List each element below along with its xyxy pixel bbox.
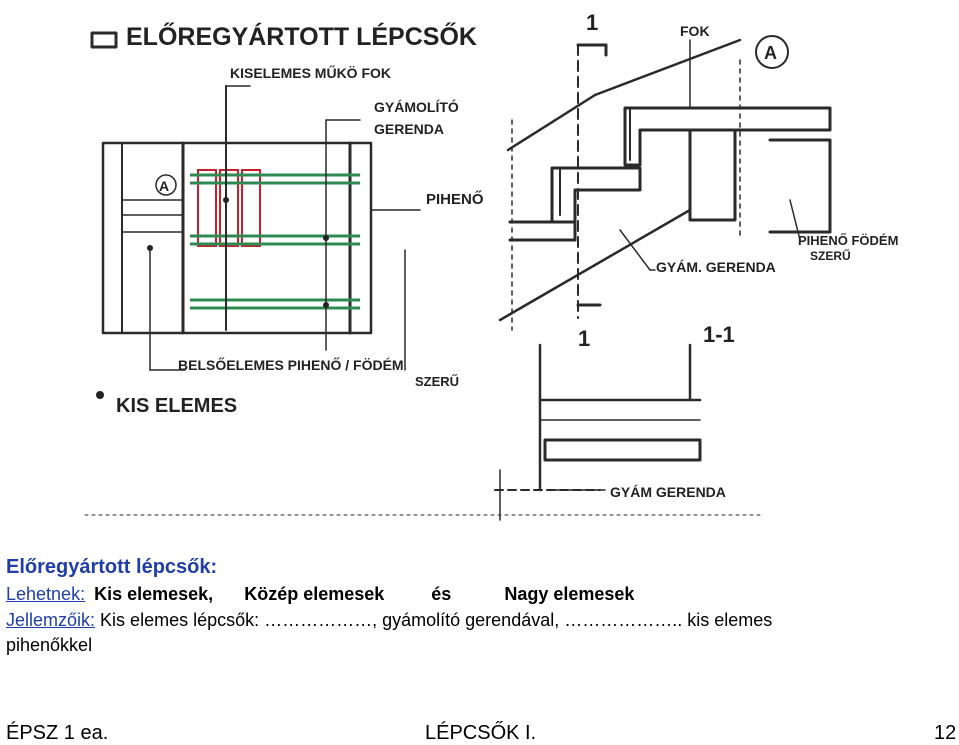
page-title: Előregyártott lépcsők:	[6, 556, 218, 578]
jellemzoik-label: Jellemzőik:	[6, 610, 96, 630]
label-kis-elemes: KIS ELEMES	[116, 395, 237, 417]
section-marker-a-right	[755, 35, 789, 69]
footer-chapter: LÉPCSŐK I.	[425, 722, 537, 744]
kis-elemesek: Kis elemesek,	[94, 584, 214, 604]
label-section-1-1: 1-1	[703, 322, 735, 347]
marker-a-right-label: A	[764, 43, 777, 63]
label-gyamolito-1: GYÁMOLÍTÓ	[374, 98, 459, 115]
label-gyam-gerenda-2: GYÁM GERENDA	[610, 484, 726, 500]
label-fok: FOK	[680, 23, 710, 39]
section-cut-label-bottom: 1	[578, 326, 590, 351]
bullet-icon	[96, 391, 104, 399]
label-kiselemes-fok: KISELEMES MŰKÖ FOK	[230, 64, 391, 81]
label-belsoelemes-2: SZERŰ	[415, 374, 459, 389]
footer-course: ÉPSZ 1 ea.	[6, 722, 109, 744]
label-piheno-fodem-1: PIHENŐ FÖDÉM	[798, 233, 898, 248]
jellemzoik-text: Kis elemes lépcsők: ………………, gyámolító ge…	[100, 610, 773, 630]
title-box-icon	[90, 31, 118, 49]
stair-sketch-drawing: ELŐREGYÁRTOTT LÉPCSŐK	[84, 10, 898, 521]
marker-a-left-label: A	[159, 178, 169, 194]
footer-page-number: 12	[934, 722, 957, 744]
section-cut-label-top: 1	[586, 10, 598, 35]
section-view: A	[498, 35, 832, 331]
jellemzoik-continuation: pihenőkkel	[6, 635, 93, 655]
jellemzoik-row: Jellemzőik: Kis elemes lépcsők: ………………, …	[6, 610, 772, 631]
label-gyamolito-2: GERENDA	[374, 121, 444, 137]
section-marker-a-left	[155, 174, 177, 196]
sketch-title: ELŐREGYÁRTOTT LÉPCSŐK	[126, 22, 477, 51]
es-word: és	[431, 584, 452, 604]
lehetnek-label: Lehetnek:	[6, 584, 86, 604]
nagy-elemesek: Nagy elemesek	[504, 584, 635, 604]
label-piheno: PIHENŐ	[426, 190, 484, 208]
lehetnek-row: Lehetnek: Kis elemesek, Közép elemesek é…	[6, 584, 634, 605]
kozep-elemesek: Közép elemesek	[244, 584, 385, 604]
label-gyam-gerenda-1: GYÁM. GERENDA	[656, 259, 776, 275]
label-piheno-fodem-2: SZERŰ	[810, 248, 851, 263]
plan-view: A	[101, 85, 421, 371]
label-belsoelemes-1: BELSŐELEMES PIHENŐ / FÖDÉM	[178, 356, 404, 373]
detail-1-1	[84, 343, 761, 521]
